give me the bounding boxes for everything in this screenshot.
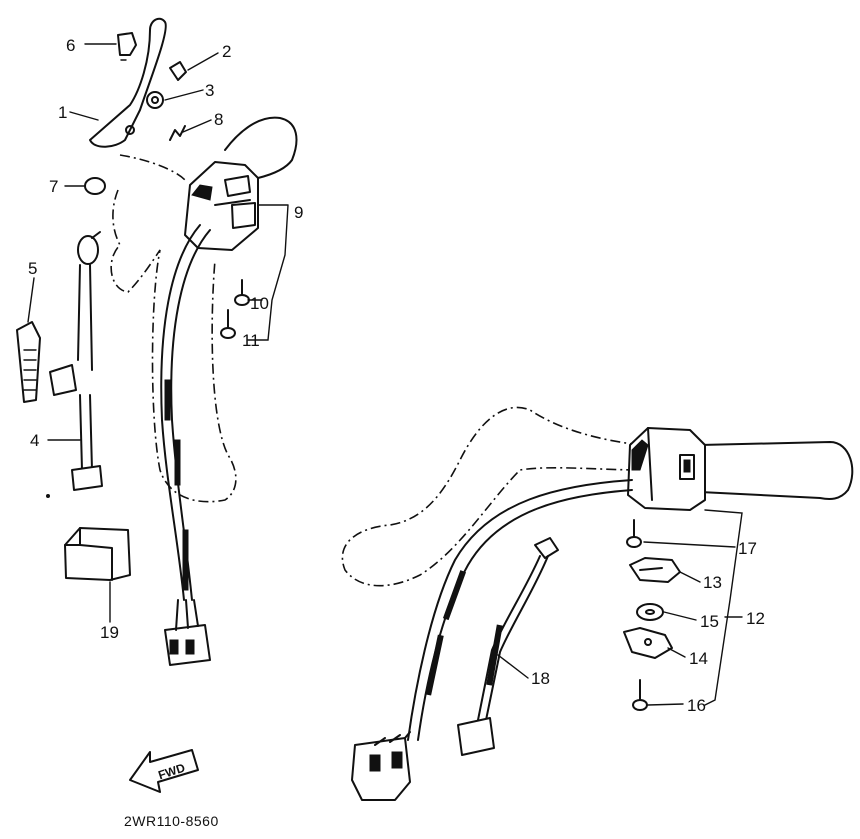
callout-1: 1 [58, 103, 67, 122]
callout-labels: 6 2 3 8 1 7 9 5 10 11 4 19 17 13 15 12 1… [28, 36, 765, 715]
callout-14: 14 [689, 649, 708, 668]
fwd-direction-arrow: FWD [129, 749, 199, 793]
left-handlebar-assembly [84, 17, 298, 666]
brake-switch-lead [457, 537, 559, 756]
callout-17: 17 [738, 539, 757, 558]
callout-12: 12 [746, 609, 765, 628]
housing-screw-top [626, 519, 642, 548]
callout-18: 18 [531, 669, 550, 688]
callout-8: 8 [214, 110, 223, 129]
housing-screws [220, 279, 250, 339]
callout-16: 16 [687, 696, 706, 715]
relay [46, 494, 131, 581]
lever-pivot-parts [84, 32, 187, 195]
callout-9: 9 [294, 203, 303, 222]
callout-11: 11 [242, 331, 260, 350]
callout-3: 3 [205, 81, 214, 100]
clutch-lever [89, 17, 167, 148]
callout-19: 19 [100, 623, 119, 642]
cable-band [16, 321, 41, 403]
washer [636, 603, 664, 621]
switch-lock-part [629, 557, 681, 583]
leader-lines [27, 43, 743, 706]
left-harness-connector [164, 599, 211, 666]
callout-4: 4 [30, 431, 39, 450]
right-harness-connector [351, 731, 411, 801]
clutch-switch-lead [49, 231, 103, 491]
callout-10: 10 [250, 294, 269, 313]
left-switch-housing [184, 161, 259, 251]
callout-7: 7 [49, 177, 58, 196]
callout-15: 15 [700, 612, 719, 631]
right-handlebar-assembly [341, 406, 854, 801]
callout-13: 13 [703, 573, 722, 592]
drawing-code: 2WR110-8560 [124, 813, 219, 829]
callout-6: 6 [66, 36, 75, 55]
callout-5: 5 [28, 259, 37, 278]
callout-2: 2 [222, 42, 231, 61]
switch-bracket [623, 627, 673, 659]
right-switch-housing [627, 427, 706, 511]
housing-screw-bottom [632, 679, 648, 711]
